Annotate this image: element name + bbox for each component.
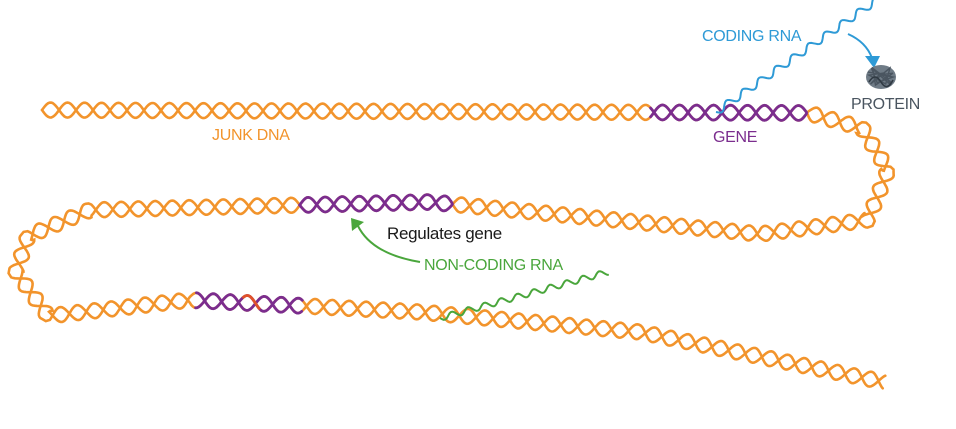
coding-rna-strand (715, 0, 874, 114)
protein-icon (866, 65, 896, 89)
gene-segments (194, 103, 808, 315)
coding-arrowhead (865, 56, 880, 68)
dna-helix-strand (7, 101, 896, 390)
coding-to-protein-arrow (847, 33, 873, 59)
regulates-gene-label: Regulates gene (387, 224, 502, 243)
non-coding-rna-strand (439, 270, 609, 321)
gene-label: GENE (713, 129, 758, 146)
junk-dna-label: JUNK DNA (212, 127, 290, 144)
protein-label: PROTEIN (851, 96, 921, 113)
non-coding-rna-label: NON-CODING RNA (424, 257, 563, 274)
regulates-gene-arrow (357, 225, 421, 263)
coding-rna-label: CODING RNA (702, 28, 802, 45)
regulates-arrowhead (351, 218, 364, 231)
